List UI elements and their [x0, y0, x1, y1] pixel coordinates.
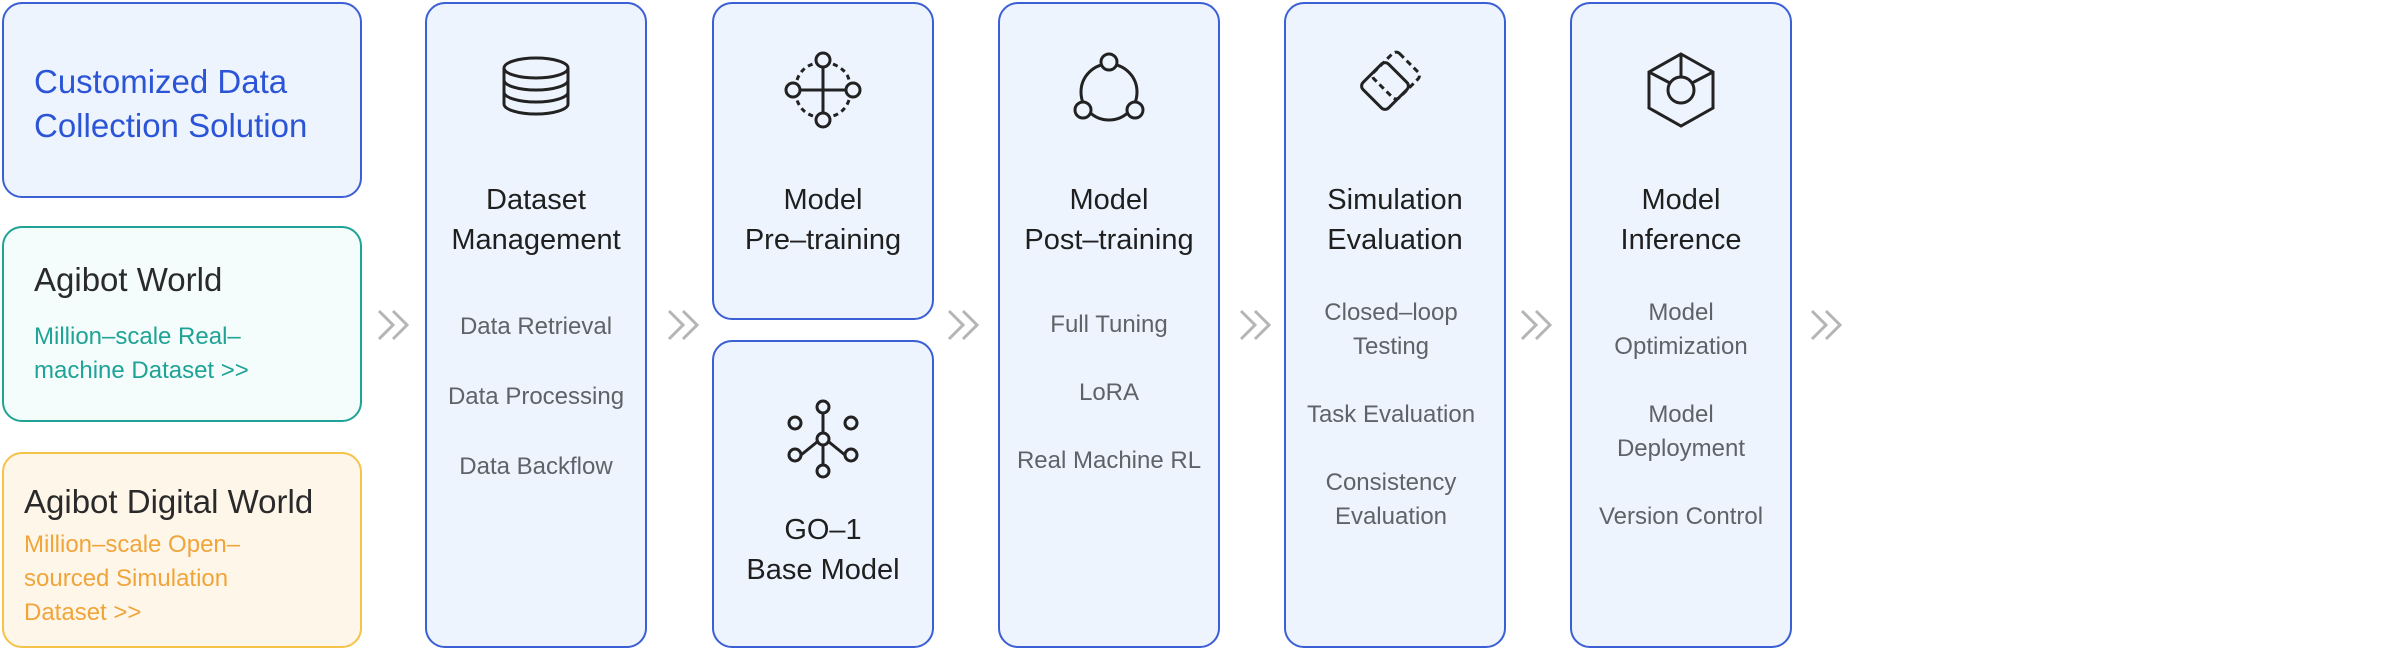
simulation-evaluation-card[interactable]: Simulation Evaluation Closed–loop Testin…: [1284, 2, 1506, 648]
stage-items: Data Retrieval Data Processing Data Back…: [427, 310, 645, 484]
agibot-digital-world-link[interactable]: Million–scale Open– sourced Simulation D…: [24, 531, 241, 626]
list-item: Closed–loop Testing: [1324, 299, 1458, 360]
stage-items: Model Optimization Model Deployment Vers…: [1572, 296, 1790, 534]
network-icon: [781, 48, 865, 132]
customized-data-card[interactable]: Customized Data Collection Solution: [2, 2, 362, 198]
chevron-right-icon: [945, 305, 985, 345]
agibot-world-card[interactable]: Agibot World Million–scale Real– machine…: [2, 226, 362, 422]
chevron-right-icon: [665, 305, 705, 345]
hub-icon: [781, 397, 865, 481]
model-posttraining-card[interactable]: Model Post–training Full Tuning LoRA Rea…: [998, 2, 1220, 648]
list-item: Real Machine RL: [1016, 447, 1202, 474]
list-item: Data Processing: [447, 383, 625, 410]
stage-title: GO–1 Base Model: [746, 514, 900, 586]
list-item: LoRA: [1078, 379, 1140, 406]
stage-title: Model Pre–training: [744, 184, 902, 256]
list-item: Consistency Evaluation: [1325, 469, 1457, 530]
database-icon: [494, 48, 578, 132]
stage-title: Model Inference: [1620, 184, 1742, 256]
list-item: Model Optimization: [1614, 299, 1748, 360]
agibot-world-link[interactable]: Million–scale Real– machine Dataset >>: [34, 323, 249, 384]
cycle-icon: [1067, 48, 1151, 132]
agibot-digital-world-card[interactable]: Agibot Digital World Million–scale Open–…: [2, 452, 362, 648]
cube-icon: [1639, 48, 1723, 132]
list-item: Data Retrieval: [459, 313, 613, 340]
model-pretraining-card[interactable]: Model Pre–training: [712, 2, 934, 320]
go1-base-model-card[interactable]: GO–1 Base Model: [712, 340, 934, 648]
stage-title: Simulation Evaluation: [1327, 184, 1463, 256]
agibot-digital-world-title: Agibot Digital World: [24, 483, 314, 520]
dataset-management-card[interactable]: Dataset Management Data Retrieval Data P…: [425, 2, 647, 648]
stage-items: Closed–loop Testing Task Evaluation Cons…: [1278, 296, 1504, 534]
list-item: Full Tuning: [1050, 311, 1168, 338]
agibot-world-title: Agibot World: [34, 261, 223, 298]
model-inference-card[interactable]: Model Inference Model Optimization Model…: [1570, 2, 1792, 648]
chevron-right-icon: [1518, 305, 1558, 345]
stage-title: Model Post–training: [1024, 184, 1194, 256]
list-item: Data Backflow: [459, 453, 613, 480]
list-item: Model Deployment: [1616, 401, 1746, 462]
stage-title: Dataset Management: [451, 184, 621, 256]
list-item: Task Evaluation: [1306, 401, 1476, 428]
chevron-right-icon: [1237, 305, 1277, 345]
list-item: Version Control: [1598, 503, 1764, 530]
stage-items: Full Tuning LoRA Real Machine RL: [1000, 308, 1218, 478]
diamond-icon: [1353, 48, 1437, 132]
chevron-right-icon: [375, 305, 415, 345]
chevron-right-icon: [1808, 305, 1848, 345]
customized-data-title: Customized Data Collection Solution: [34, 63, 308, 144]
